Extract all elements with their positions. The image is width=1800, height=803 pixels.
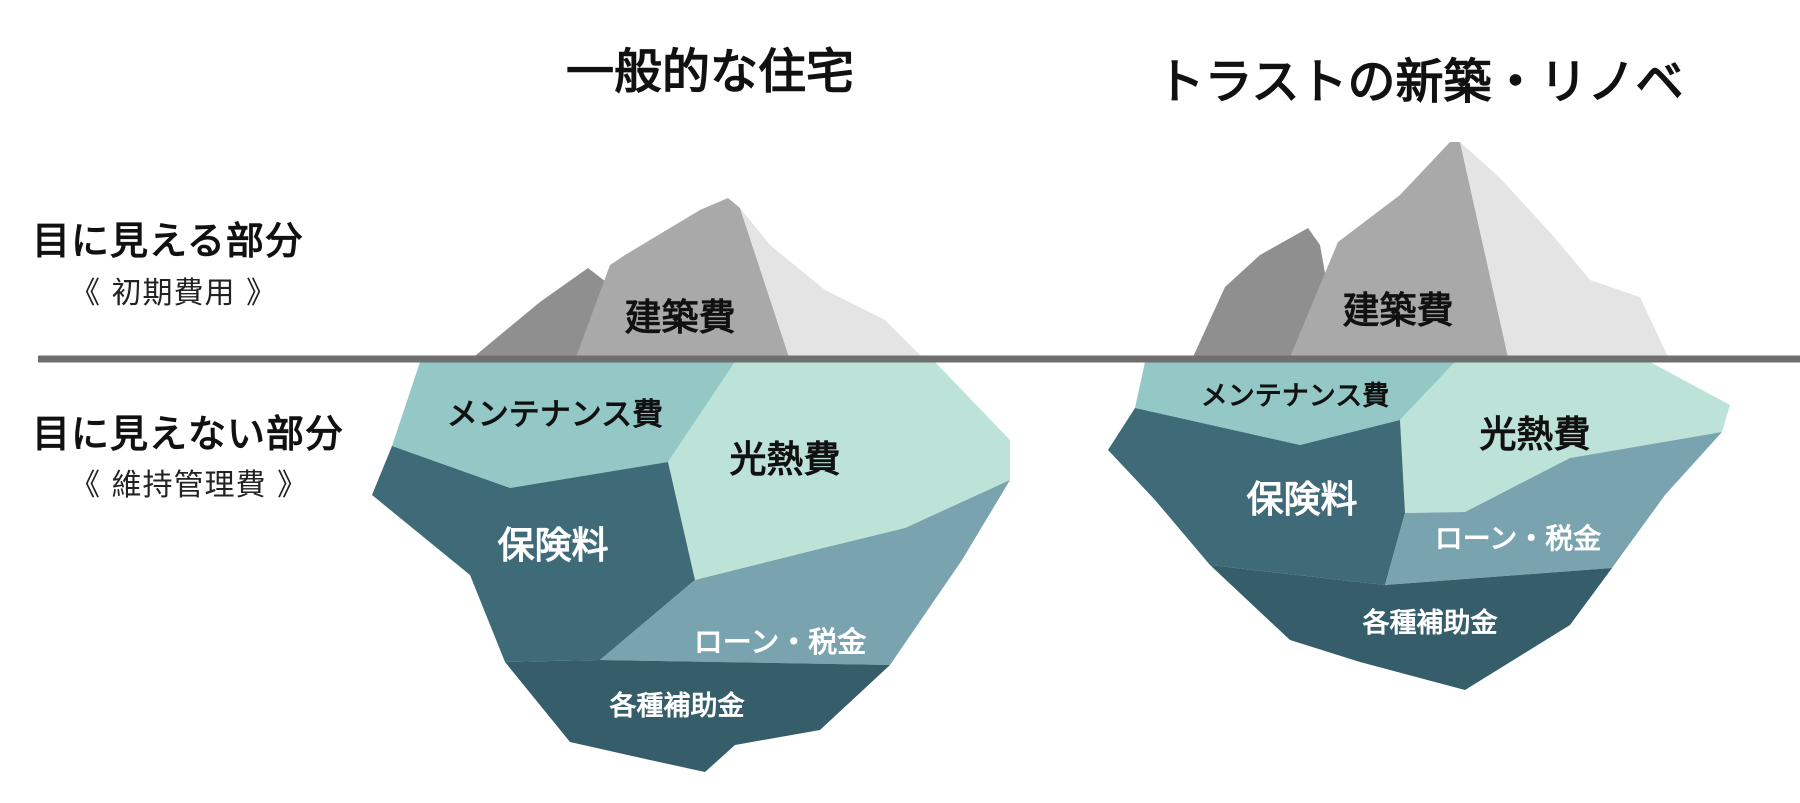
hidden-part-title: 目に見えない部分 xyxy=(32,412,345,456)
left-maintenance-region xyxy=(392,362,735,488)
right-peak-mid xyxy=(1290,142,1508,357)
right-iceberg xyxy=(1108,362,1730,690)
right-label-loan-tax: ローン・税金 xyxy=(1435,522,1603,555)
left-label-subsidies: 各種補助金 xyxy=(609,690,746,722)
right-peak xyxy=(1193,142,1668,357)
left-insurance-region xyxy=(372,446,695,662)
visible-part-title: 目に見える部分 xyxy=(32,219,304,263)
right-label-utilities: 光熱費 xyxy=(1480,413,1591,456)
right-column-title: トラストの新築・リノベ xyxy=(1156,54,1683,110)
right-label-maintenance: メンテナンス費 xyxy=(1201,381,1389,412)
right-insurance-region xyxy=(1108,408,1405,585)
left-label-utilities: 光熱費 xyxy=(730,438,841,481)
left-label-construction: 建築費 xyxy=(625,296,736,339)
left-iceberg xyxy=(372,362,1010,772)
left-peak xyxy=(470,198,925,360)
left-label-insurance: 保険料 xyxy=(498,524,609,567)
left-loan-tax-region xyxy=(600,480,1010,665)
visible-part-subtitle: 《 初期費用 》 xyxy=(70,276,278,311)
hidden-part-subtitle: 《 維持管理費 》 xyxy=(70,468,309,503)
right-subsidies-region xyxy=(1210,565,1612,690)
left-peak-light xyxy=(740,208,925,360)
left-subsidies-region xyxy=(505,660,890,772)
right-peak-light xyxy=(1460,142,1668,357)
left-peak-mid xyxy=(575,198,790,360)
left-label-loan-tax: ローン・税金 xyxy=(694,625,868,659)
right-label-insurance: 保険料 xyxy=(1247,478,1358,521)
right-peak-dark xyxy=(1193,228,1340,357)
left-column-title: 一般的な住宅 xyxy=(566,44,854,100)
right-utilities-region xyxy=(1400,362,1730,513)
right-label-subsidies: 各種補助金 xyxy=(1362,607,1499,639)
right-loan-tax-region xyxy=(1385,432,1722,585)
left-utilities-region xyxy=(668,362,1010,580)
right-maintenance-region xyxy=(1135,362,1455,445)
left-label-maintenance: メンテナンス費 xyxy=(447,397,663,433)
right-label-construction: 建築費 xyxy=(1343,289,1454,332)
